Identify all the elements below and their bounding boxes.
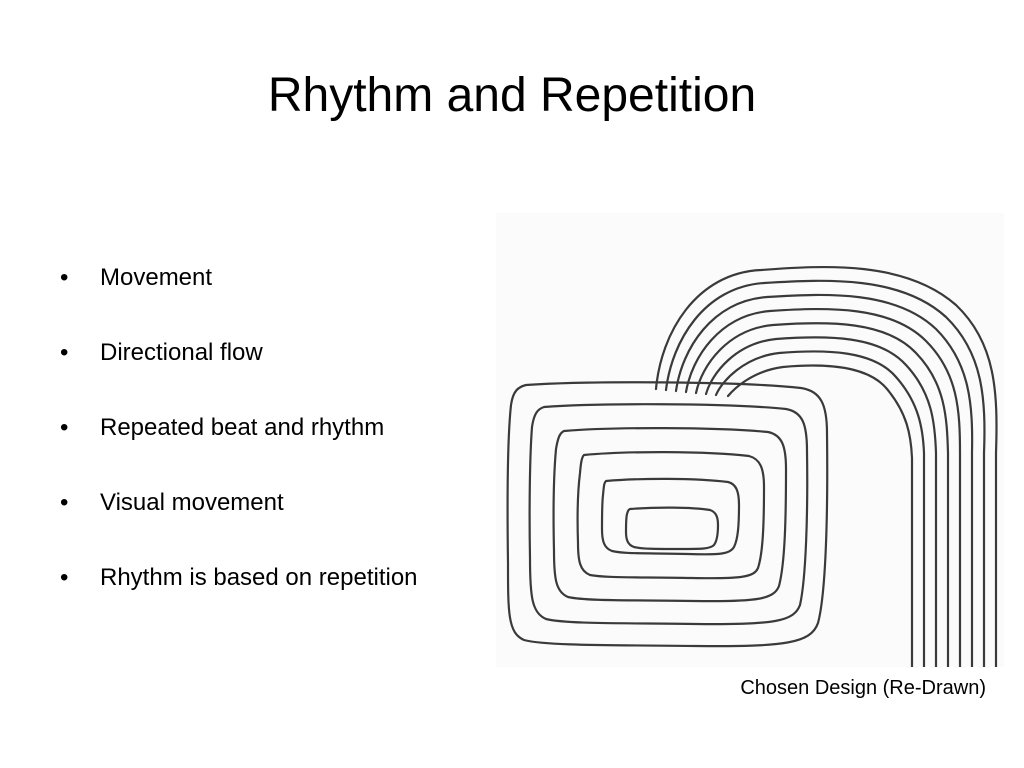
ring-5 <box>600 477 741 556</box>
ring-4 <box>576 451 766 580</box>
bullet-icon: • <box>60 339 69 366</box>
arch-line-2 <box>664 279 986 667</box>
arch-line-5 <box>694 322 950 667</box>
arch-line-4 <box>684 307 962 667</box>
ring-3 <box>552 427 788 603</box>
slide-title: Rhythm and Repetition <box>267 69 757 122</box>
bullet-item-directional-flow: • Directional flow <box>60 337 418 369</box>
bullet-item-movement: • Movement <box>60 262 418 294</box>
ring-1 <box>506 381 829 648</box>
bullet-text: Movement <box>100 264 213 291</box>
bullet-item-repeated-beat: • Repeated beat and rhythm <box>60 412 418 444</box>
arch-line-3 <box>674 293 974 667</box>
bullet-text: Visual movement <box>100 489 284 516</box>
figure-caption: Chosen Design (Re-Drawn) <box>740 677 986 699</box>
bullet-icon: • <box>60 564 69 591</box>
concentric-lines-drawing <box>506 265 998 667</box>
arch-line-8 <box>726 364 914 667</box>
arch-line-6 <box>704 336 938 667</box>
bullet-icon: • <box>60 414 69 441</box>
bullet-item-rhythm-repetition: • Rhythm is based on repetition <box>60 562 418 594</box>
bullet-text: Rhythm is based on repetition <box>100 564 418 591</box>
bullet-text: Directional flow <box>100 339 263 366</box>
bullet-list: • Movement • Directional flow • Repeated… <box>60 262 418 637</box>
arch-line-7 <box>714 350 926 667</box>
arch-line-1 <box>654 265 998 667</box>
bullet-icon: • <box>60 489 69 516</box>
bullet-text: Repeated beat and rhythm <box>100 414 385 441</box>
design-drawing-image <box>496 213 1004 667</box>
bullet-item-visual-movement: • Visual movement <box>60 487 418 519</box>
bullet-icon: • <box>60 264 69 291</box>
ring-2 <box>528 403 809 626</box>
ring-6 <box>624 506 720 551</box>
